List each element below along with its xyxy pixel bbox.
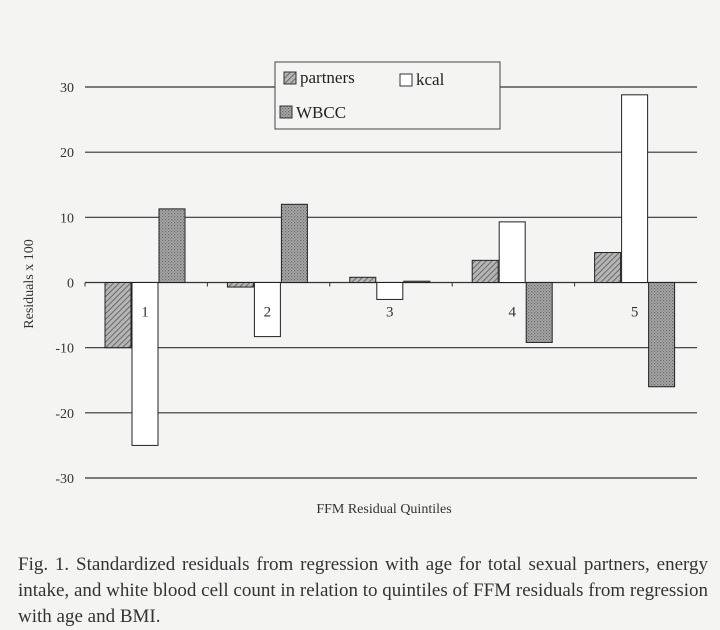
bar-partners-q5 xyxy=(594,252,622,283)
bar-wbcc-q5 xyxy=(648,282,676,388)
legend-box xyxy=(274,61,501,130)
bar-kcal-q4 xyxy=(498,221,526,284)
x-category-label: 2 xyxy=(264,305,272,321)
figure-caption: Fig. 1. Standardized residuals from regr… xyxy=(18,554,708,627)
y-tick-label: 10 xyxy=(60,211,74,226)
x-category-label: 3 xyxy=(386,305,394,321)
bar-partners-q3 xyxy=(349,276,377,283)
y-tick-label: 30 xyxy=(60,81,74,96)
bars xyxy=(104,94,676,446)
bar-wbcc-q1 xyxy=(158,208,186,283)
x-category-label: 5 xyxy=(631,305,639,321)
x-category-label: 1 xyxy=(141,305,149,321)
y-tick-label: 0 xyxy=(67,277,74,292)
bar-partners-q2 xyxy=(226,282,254,288)
legend: partners kcal WBCC xyxy=(274,61,501,130)
y-tick-label: 20 xyxy=(60,146,74,161)
bar-kcal-q2 xyxy=(253,282,281,338)
legend-swatch-partners xyxy=(283,71,297,85)
legend-swatch-kcal xyxy=(399,73,413,87)
bar-wbcc-q3 xyxy=(403,280,431,283)
legend-label-wbcc: WBCC xyxy=(296,103,346,122)
legend-label-partners: partners xyxy=(300,68,355,87)
bar-wbcc-q2 xyxy=(280,203,308,283)
bar-partners-q4 xyxy=(471,259,499,283)
y-axis-title: Residuals x 100 xyxy=(22,239,37,328)
y-tick-label: -30 xyxy=(55,472,74,487)
bar-wbcc-q4 xyxy=(525,282,553,343)
legend-label-kcal: kcal xyxy=(416,70,445,89)
x-axis-title: FFM Residual Quintiles xyxy=(316,502,451,517)
category-labels: 1 2 3 4 5 xyxy=(141,305,638,321)
legend-swatch-wbcc xyxy=(279,105,293,119)
bar-partners-q1 xyxy=(104,282,132,349)
bar-kcal-q5 xyxy=(621,94,649,283)
y-tick-label: -20 xyxy=(55,407,74,422)
bar-kcal-q1 xyxy=(131,282,159,446)
bar-chart: 30 20 10 0 -10 -20 -30 1 2 3 4 5 Residuals x 100 F… xyxy=(22,61,697,517)
y-tick-labels: 30 20 10 0 -10 -20 -30 xyxy=(55,81,74,487)
bar-kcal-q3 xyxy=(376,282,404,300)
gridlines xyxy=(84,86,697,479)
y-tick-label: -10 xyxy=(55,342,74,357)
x-category-label: 4 xyxy=(508,305,516,321)
